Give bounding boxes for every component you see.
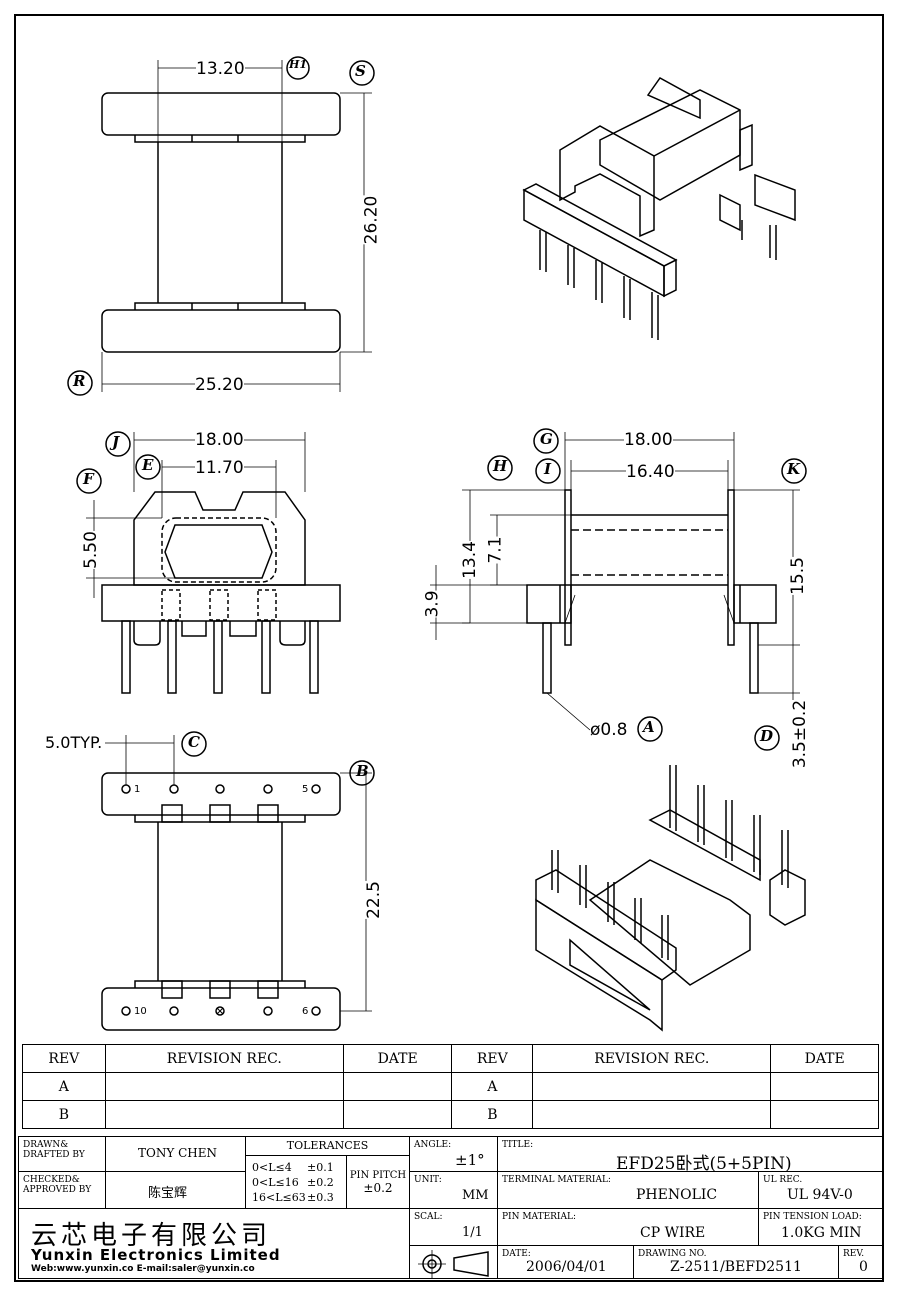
dim-top-outer: 25.20 — [195, 375, 244, 395]
dim-pitch: 5.0TYP. — [45, 733, 103, 752]
label-a: A — [643, 718, 655, 736]
dim-front-outer: 18.00 — [195, 430, 244, 450]
pin-material-label: PIN MATERIAL: — [502, 1212, 576, 1222]
label-d: D — [760, 727, 774, 745]
scale-value: 1/1 — [462, 1225, 483, 1240]
date-header: DATE — [342, 1044, 453, 1073]
unit-value: MM — [462, 1188, 489, 1203]
label-h1: H1 — [289, 58, 308, 71]
drawing-no-value: Z-2511/BEFD2511 — [670, 1259, 802, 1275]
label-b: B — [356, 762, 369, 780]
dim-top-inner: 13.20 — [196, 59, 245, 79]
label-h: H — [493, 457, 508, 475]
dim-front-slot: 5.50 — [80, 531, 101, 569]
pin-1-label: 1 — [134, 784, 141, 795]
label-g: G — [540, 430, 553, 448]
scale-label: SCAL: — [414, 1212, 443, 1222]
angle-label: ANGLE: — [414, 1140, 452, 1150]
tolerances-header: TOLERANCES — [245, 1136, 410, 1156]
tol-row: 0<L≤16±0.2 — [252, 1176, 334, 1189]
dim-front-inner: 11.70 — [195, 458, 244, 478]
company-en: Yunxin Electronics Limited — [31, 1246, 281, 1264]
dim-bottom-height: 22.5 — [363, 881, 384, 919]
terminal-label: TERMINAL MATERIAL: — [502, 1175, 611, 1185]
ul-value: UL 94V-0 — [787, 1187, 853, 1203]
label-f: F — [83, 470, 94, 488]
dim-side-h1: 13.4 — [459, 541, 480, 579]
label-e: E — [142, 456, 154, 474]
iso-view-bottom — [535, 765, 806, 1032]
rev-value: 0 — [859, 1259, 868, 1275]
dim-side-outer: 18.00 — [624, 430, 673, 450]
revision-header-2: REVISION REC. — [532, 1044, 772, 1073]
iso-view-top — [522, 77, 796, 340]
dim-top-height: 26.20 — [361, 195, 382, 245]
pin-material-value: CP WIRE — [640, 1225, 706, 1241]
bottom-view — [101, 731, 375, 1031]
tol-row: 0<L≤4±0.1 — [252, 1161, 334, 1174]
rev-label: REV. — [843, 1249, 865, 1259]
label-r: R — [73, 372, 86, 390]
unit-label: UNIT: — [414, 1175, 442, 1185]
label-s: S — [355, 62, 366, 80]
checked-value: 陈宝辉 — [148, 1186, 188, 1201]
revision-header: REVISION REC. — [104, 1044, 344, 1073]
dim-pin-dia: ø0.8 — [590, 720, 628, 740]
dim-side-inner: 16.40 — [626, 462, 675, 482]
title-label: TITLE: — [502, 1140, 534, 1150]
label-c: C — [188, 733, 200, 751]
checked-label: CHECKED& APPROVED BY — [23, 1175, 92, 1195]
pin-pitch-label: PIN PITCH — [349, 1170, 407, 1181]
dim-side-pin: 3.5±0.2 — [790, 699, 811, 769]
label-k: K — [787, 460, 801, 478]
label-i: I — [544, 460, 552, 478]
rev-header-2: REV — [451, 1044, 534, 1073]
side-view — [430, 428, 807, 751]
date-value: 2006/04/01 — [526, 1259, 607, 1275]
title-value: EFD25卧式(5+5PIN) — [616, 1154, 792, 1174]
tension-label: PIN TENSION LOAD: — [763, 1212, 862, 1222]
company-cn: 云芯电子有限公司 — [31, 1221, 272, 1251]
angle-value: ±1° — [455, 1151, 485, 1169]
pin-5-label: 5 — [302, 784, 309, 795]
dim-side-h2: 7.1 — [485, 536, 506, 564]
pin-pitch-value: ±0.2 — [363, 1181, 393, 1195]
tol-row: 16<L≤63±0.3 — [252, 1191, 334, 1204]
table-row: B B — [22, 1100, 879, 1129]
projection-symbol — [418, 1250, 489, 1278]
label-j: J — [112, 433, 120, 451]
date-header-2: DATE — [770, 1044, 879, 1073]
drawing-frame — [14, 14, 884, 1282]
pin-6-label: 6 — [302, 1006, 309, 1017]
terminal-value: PHENOLIC — [636, 1187, 718, 1203]
company-web: Web:www.yunxin.co E-mail:saler@yunxin.co — [31, 1264, 255, 1274]
pin-10-label: 10 — [134, 1006, 147, 1017]
projection-cell — [409, 1245, 498, 1279]
date-label: DATE: — [502, 1249, 531, 1259]
dim-side-h3: 3.9 — [422, 590, 443, 618]
drawn-value: TONY CHEN — [138, 1146, 217, 1160]
drawn-label: DRAWN& DRAFTED BY — [23, 1140, 85, 1160]
rev-header: REV — [22, 1044, 106, 1073]
dim-side-h4: 15.5 — [787, 557, 808, 595]
drawing-no-label: DRAWING NO. — [638, 1249, 707, 1259]
revision-table: REV REVISION REC. DATE REV REVISION REC.… — [22, 1044, 879, 1129]
tension-value: 1.0KG MIN — [781, 1225, 862, 1241]
ul-label: UL REC. — [763, 1175, 803, 1185]
table-row: A A — [22, 1072, 879, 1101]
